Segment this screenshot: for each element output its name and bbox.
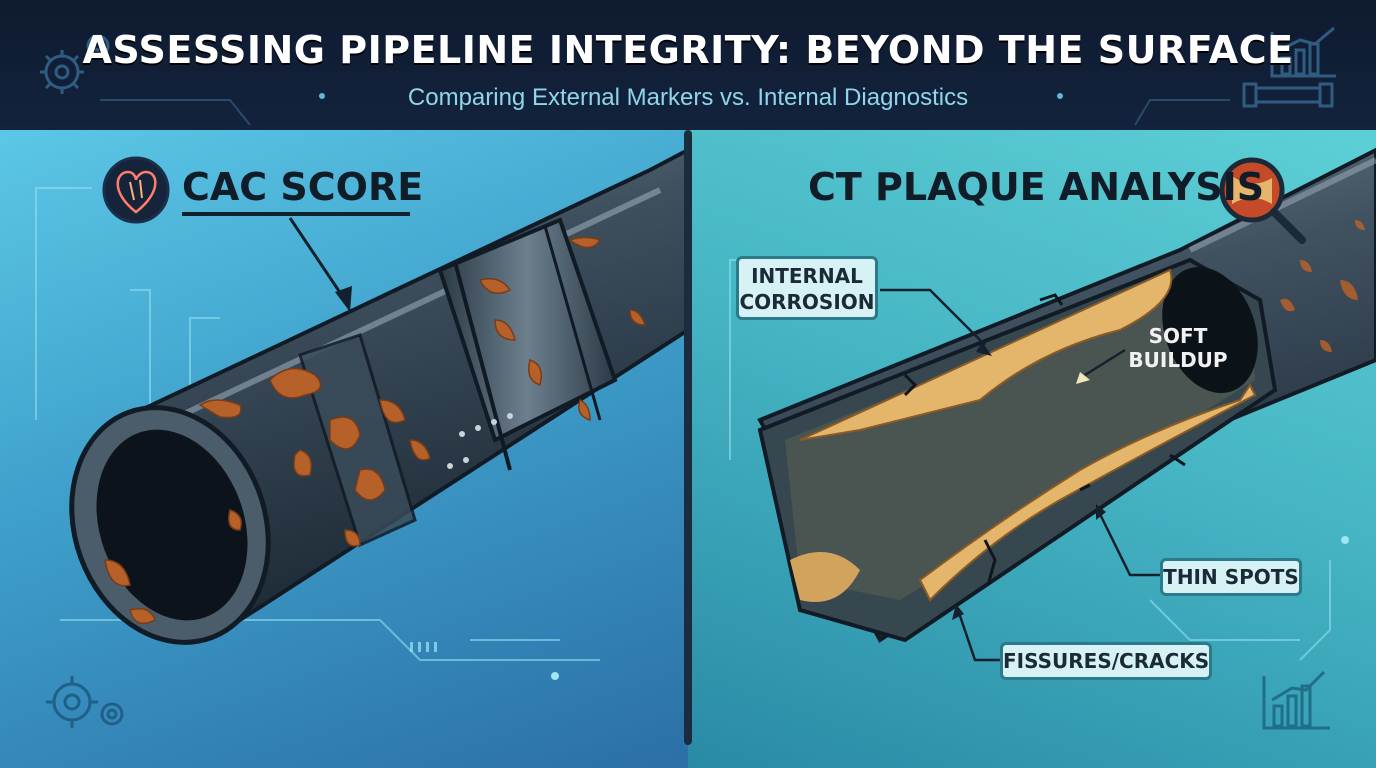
plaque-buildup-top [799, 268, 1173, 441]
internal-corrosion-label: INTERNAL CORROSION [736, 256, 878, 320]
external-pipe-illustration [69, 147, 688, 645]
gear-icon [46, 676, 124, 728]
fissures-cracks-label: FISSURES/CRACKS [1000, 642, 1212, 680]
header-decorations [40, 26, 1336, 126]
soft-buildup-label: SOFT BUILDUP [1128, 324, 1228, 372]
heart-icon [102, 156, 170, 224]
header-banner: ASSESSING PIPELINE INTEGRITY: BEYOND THE… [0, 0, 1376, 130]
cracks [903, 293, 1186, 586]
gear-icon [40, 34, 110, 94]
plaque-buildup-bottom [918, 383, 1257, 602]
rust-patches [104, 236, 647, 625]
page-subtitle: Comparing External Markers vs. Internal … [407, 84, 969, 111]
bar-chart-icon [1270, 26, 1336, 78]
cac-score-title: CAC SCORE [182, 165, 424, 209]
panel-divider [684, 130, 692, 745]
bar-chart-icon [1262, 670, 1330, 730]
title-underline [182, 212, 410, 216]
ct-plaque-analysis-title: CT PLAQUE ANALYSIS [808, 165, 1265, 209]
thin-spots-label: THIN SPOTS [1160, 558, 1302, 596]
page-title: ASSESSING PIPELINE INTEGRITY: BEYOND THE… [82, 28, 1294, 72]
pipe-icon [1242, 82, 1334, 108]
magnifier-icon [1219, 157, 1306, 244]
